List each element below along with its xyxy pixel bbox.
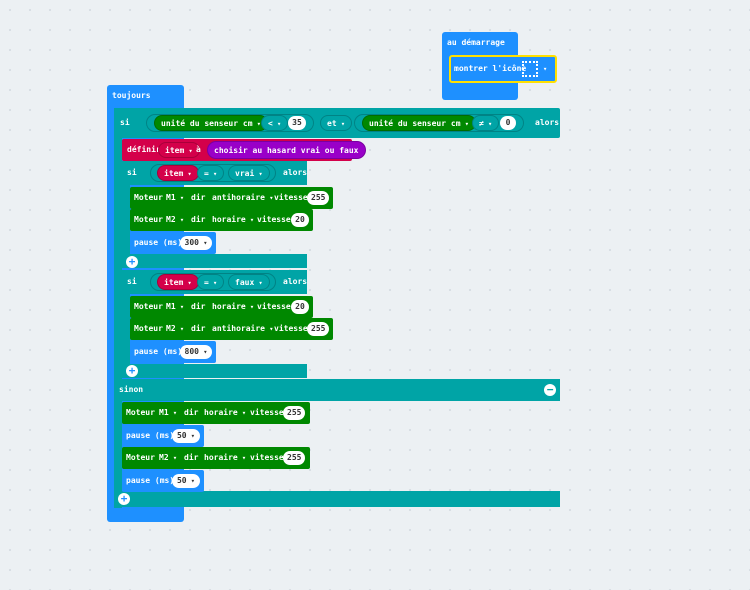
else-m2-direction-dropdown[interactable]: horaire [204,452,246,464]
else-m2-vitesse-label: vitesse [250,453,284,462]
if1-pause-label: pause (ms) [134,238,183,247]
if2-footer [122,364,307,378]
if2-pause-value-field[interactable]: 800 [180,345,212,359]
if1-item-var-dropdown[interactable]: item [157,165,199,181]
threshold-35-field[interactable]: 35 [288,116,306,130]
outer-else-bar[interactable] [114,379,560,401]
outer-if-si-label: si [120,118,130,127]
if1-alors-label: alors [283,168,308,177]
if1-spine [122,161,130,268]
if1-m2-label: Moteur [134,215,163,224]
if2-spine [122,270,130,378]
if2-eq-dropdown[interactable]: = [197,274,225,290]
if2-m1-direction-dropdown[interactable]: horaire [212,301,254,313]
if2-m2-vitesse-label: vitesse [274,324,308,333]
if2-add-branch-icon[interactable]: + [126,365,138,377]
if1-si-label: si [127,168,137,177]
else-m2-dir-label: dir [184,453,199,462]
sensor-distance-dropdown-1[interactable]: unité du senseur cm [154,115,268,131]
square-led-icon[interactable] [522,61,538,77]
if1-m2-speed-field[interactable]: 20 [291,213,309,227]
compare-op-ne-dropdown[interactable]: ≠ [472,115,500,131]
else-sinon-label: sinon [119,385,144,394]
icon-dropdown-caret[interactable]: ▾ [543,65,548,73]
if2-faux-dropdown[interactable]: faux [228,274,270,290]
show-icon-label: montrer l'icône [454,64,527,73]
if1-m1-label: Moteur [134,193,163,202]
if1-m1-direction-dropdown[interactable]: antihoraire [212,192,273,204]
outer-if-alors-label: alors [535,118,560,127]
else-pause2-value-field[interactable]: 50 [172,474,200,488]
sensor-distance-dropdown-2[interactable]: unité du senseur cm [362,115,476,131]
if1-m2-vitesse-label: vitesse [257,215,291,224]
forever-label: toujours [112,91,151,100]
if2-m1-vitesse-label: vitesse [257,302,291,311]
if2-m2-label: Moteur [134,324,163,333]
set-definir-label: définir [127,145,161,154]
else-pause2-label: pause (ms) [126,476,175,485]
if2-alors-label: alors [283,277,308,286]
if1-m2-direction-dropdown[interactable]: horaire [212,214,254,226]
outer-if-footer [114,491,560,507]
threshold-0-field[interactable]: 0 [500,116,516,130]
if1-m2-dir-label: dir [191,215,206,224]
random-bool-block[interactable]: choisir au hasard vrai ou faux [207,141,366,159]
if2-m2-direction-dropdown[interactable]: antihoraire [212,323,273,335]
if2-m1-label: Moteur [134,302,163,311]
if2-m1-motor-dropdown[interactable]: M1 [166,301,184,313]
if1-footer [122,254,307,268]
if1-m1-speed-field[interactable]: 255 [307,191,329,205]
set-item-var-dropdown[interactable]: item [158,142,200,158]
outer-if-add-branch-icon[interactable]: + [118,493,130,505]
else-m1-motor-dropdown[interactable]: M1 [159,407,177,419]
set-a-label: à [196,145,201,154]
if2-si-label: si [127,277,137,286]
else-m2-label: Moteur [126,453,155,462]
show-icon-block[interactable] [449,55,557,83]
if2-m1-dir-label: dir [191,302,206,311]
else-remove-branch-icon[interactable]: − [544,384,556,396]
if2-item-var-dropdown[interactable]: item [157,274,199,290]
if2-m2-motor-dropdown[interactable]: M2 [166,323,184,335]
on-start-label: au démarrage [447,38,505,47]
if2-m2-dir-label: dir [191,324,206,333]
outer-if-spine [114,108,122,508]
if1-m1-vitesse-label: vitesse [274,193,308,202]
else-m1-dir-label: dir [184,408,199,417]
if1-m2-motor-dropdown[interactable]: M2 [166,214,184,226]
if2-m2-speed-field[interactable]: 255 [307,322,329,336]
compare-op-lt-dropdown[interactable]: < [261,115,289,131]
if1-vrai-dropdown[interactable]: vrai [228,165,270,181]
else-pause1-label: pause (ms) [126,431,175,440]
else-m1-speed-field[interactable]: 255 [283,406,305,420]
if2-pause-label: pause (ms) [134,347,183,356]
if1-eq-dropdown[interactable]: = [197,165,225,181]
else-m1-vitesse-label: vitesse [250,408,284,417]
else-m2-motor-dropdown[interactable]: M2 [159,452,177,464]
else-m1-direction-dropdown[interactable]: horaire [204,407,246,419]
if1-pause-value-field[interactable]: 300 [180,236,212,250]
if1-m1-dir-label: dir [191,193,206,202]
if2-m1-speed-field[interactable]: 20 [291,300,309,314]
else-m2-speed-field[interactable]: 255 [283,451,305,465]
else-pause1-value-field[interactable]: 50 [172,429,200,443]
if1-add-branch-icon[interactable]: + [126,256,138,268]
logic-and-dropdown[interactable]: et [320,115,353,131]
else-m1-label: Moteur [126,408,155,417]
if1-m1-motor-dropdown[interactable]: M1 [166,192,184,204]
